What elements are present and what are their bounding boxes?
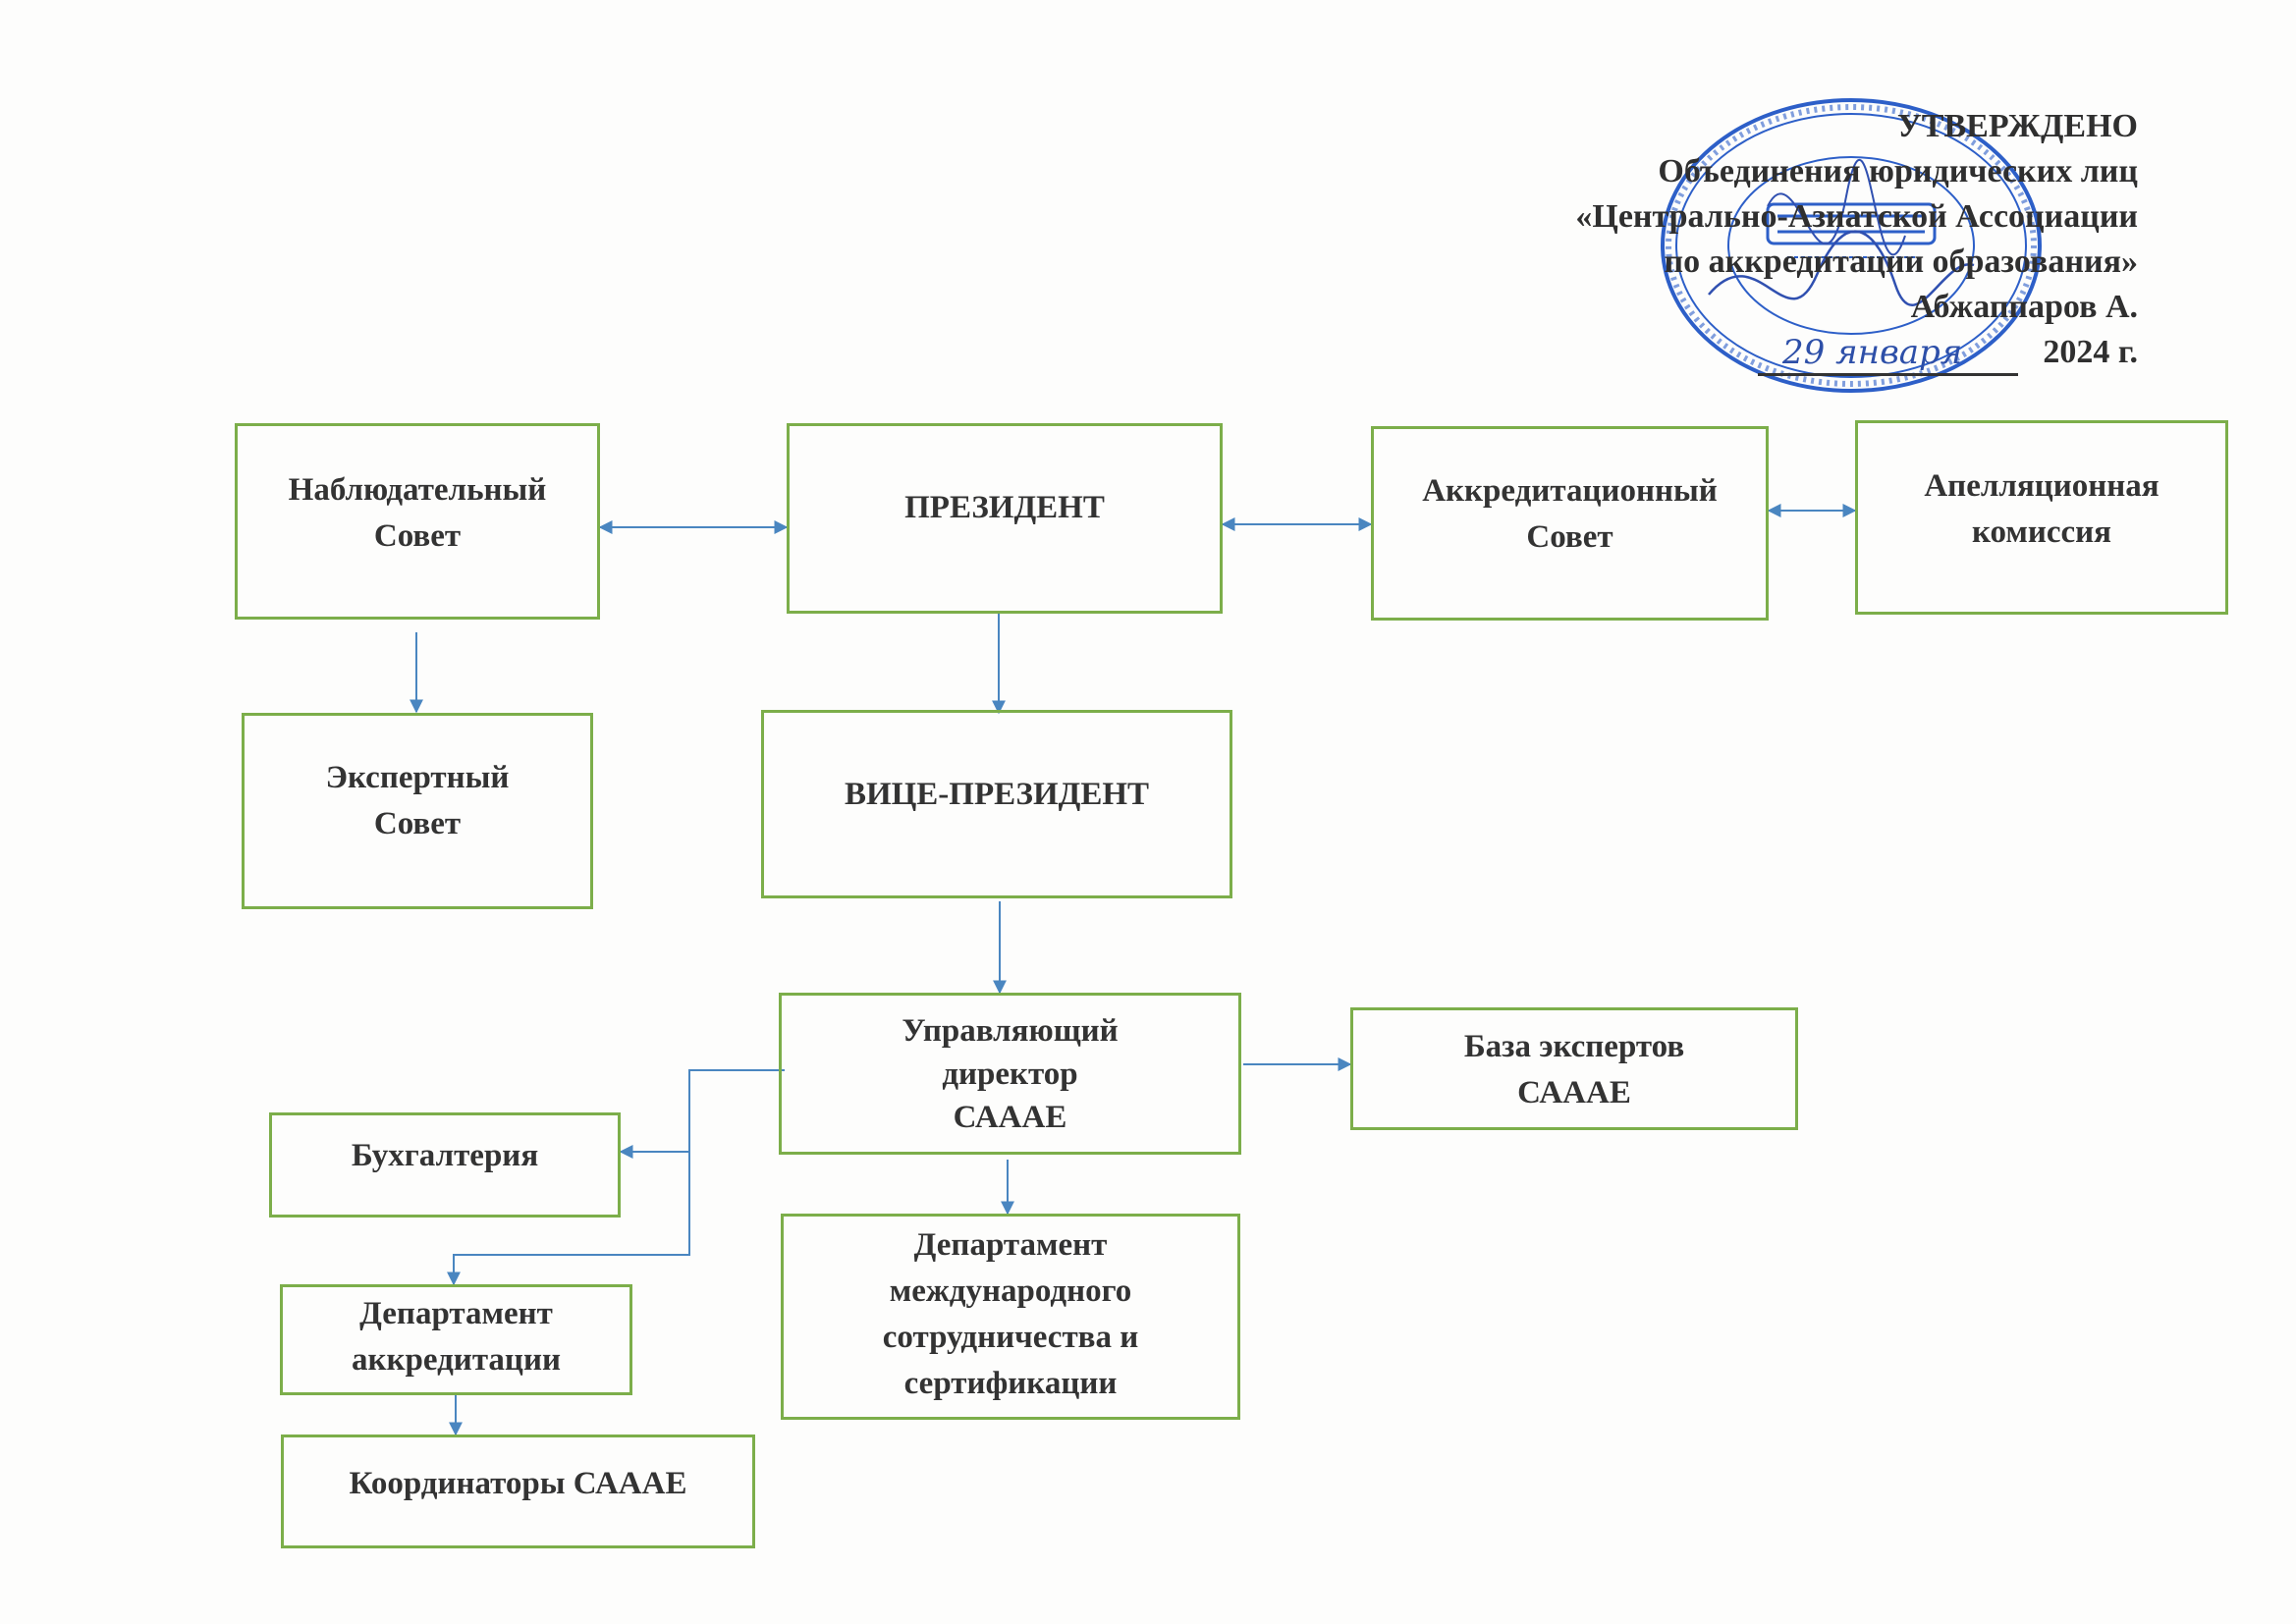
node-label: Координаторы САААЕ bbox=[349, 1466, 687, 1501]
node-supervisory-council: Наблюдательный Совет bbox=[235, 423, 600, 620]
node-label: сертификации bbox=[903, 1366, 1118, 1401]
node-label: Апелляционная bbox=[1924, 468, 2159, 504]
node-experts-base: База экспертов САААЕ bbox=[1350, 1007, 1798, 1130]
node-label: Наблюдательный bbox=[288, 472, 547, 508]
node-label: Департамент bbox=[913, 1227, 1108, 1263]
node-label: ПРЕЗИДЕНТ bbox=[904, 490, 1105, 525]
node-intl-cooperation-department: Департамент международного сотрудничеств… bbox=[781, 1214, 1240, 1420]
node-expert-council: Экспертный Совет bbox=[242, 713, 593, 909]
approval-line-3: по аккредитации образования» bbox=[1664, 244, 2138, 280]
node-label: Совет bbox=[1526, 519, 1613, 555]
node-label: аккредитации bbox=[352, 1342, 561, 1378]
node-label: Департамент bbox=[359, 1296, 553, 1331]
connector-managing-left bbox=[447, 1069, 785, 1286]
organization-stamp bbox=[1661, 98, 2042, 393]
approval-block: УТВЕРЖДЕНО Объединения юридических лиц «… bbox=[1575, 104, 2138, 375]
node-president: ПРЕЗИДЕНТ bbox=[787, 423, 1223, 614]
node-vice-president: ВИЦЕ-ПРЕЗИДЕНТ bbox=[761, 710, 1232, 898]
node-label: Совет bbox=[373, 518, 462, 554]
node-accreditation-council: Аккредитационный Совет bbox=[1371, 426, 1769, 621]
node-accounting: Бухгалтерия bbox=[269, 1112, 621, 1218]
node-label: САААЕ bbox=[953, 1100, 1067, 1135]
approval-signatory: Абжаппаров А. bbox=[1910, 289, 2138, 325]
node-label: Аккредитационный bbox=[1422, 473, 1718, 509]
node-label: директор bbox=[942, 1056, 1078, 1092]
node-accreditation-department: Департамент аккредитации bbox=[280, 1284, 632, 1395]
approval-line-2: «Центрально-Азиатской Ассоциации bbox=[1575, 198, 2138, 235]
approval-title: УТВЕРЖДЕНО bbox=[1896, 108, 2138, 144]
approval-line-1: Объединения юридических лиц bbox=[1658, 153, 2138, 189]
date-underline bbox=[1758, 373, 2018, 376]
node-label: Бухгалтерия bbox=[351, 1138, 539, 1173]
node-managing-director: Управляющий директор САААЕ bbox=[779, 993, 1241, 1155]
node-label: международного bbox=[889, 1273, 1132, 1309]
node-label: САААЕ bbox=[1517, 1075, 1631, 1110]
node-label: Управляющий bbox=[902, 1013, 1119, 1049]
node-label: Совет bbox=[373, 806, 462, 841]
node-label: комиссия bbox=[1971, 514, 2112, 550]
node-label: Экспертный bbox=[325, 760, 510, 795]
node-coordinators: Координаторы САААЕ bbox=[281, 1435, 755, 1548]
approval-year: 2024 г. bbox=[2043, 334, 2138, 370]
node-label: ВИЦЕ-ПРЕЗИДЕНТ bbox=[844, 777, 1150, 812]
node-label: База экспертов bbox=[1463, 1029, 1685, 1064]
approval-date-handwritten: 29 января bbox=[1782, 333, 1963, 372]
node-appeals-commission: Апелляционная комиссия bbox=[1855, 420, 2228, 615]
node-label: сотрудничества и bbox=[882, 1320, 1139, 1355]
